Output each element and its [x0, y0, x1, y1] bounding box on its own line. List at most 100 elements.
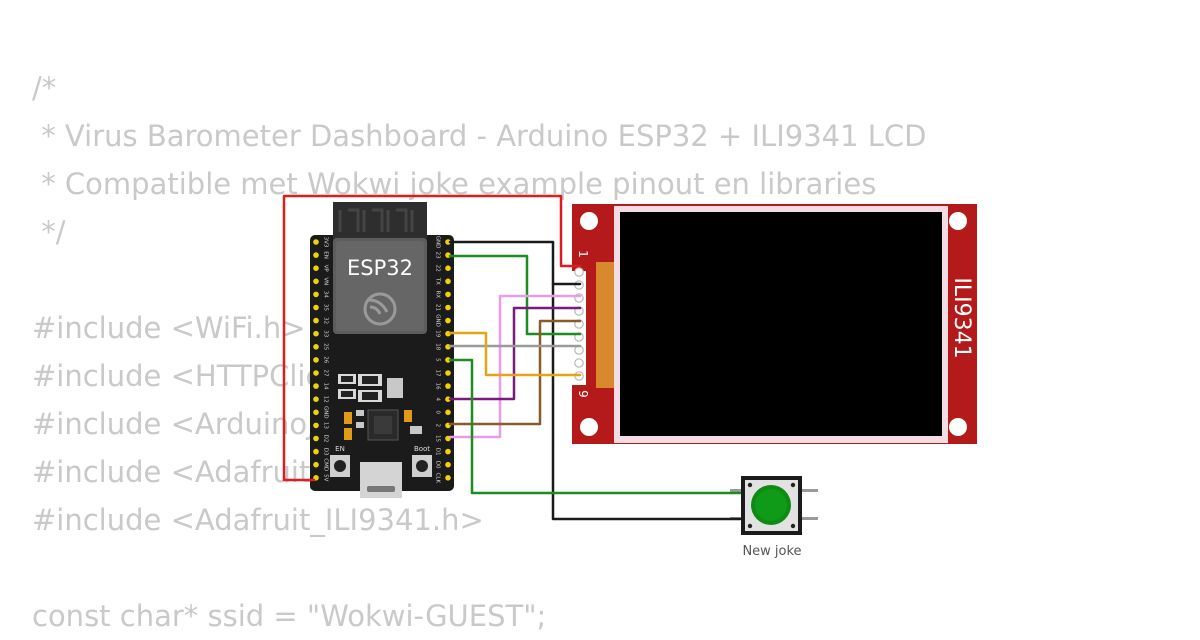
- esp32-pin[interactable]: [313, 448, 319, 455]
- mount-hole: [949, 212, 967, 230]
- lcd-pin[interactable]: [574, 267, 584, 277]
- esp32-pin[interactable]: [313, 265, 319, 272]
- esp32-pin-label: 2: [435, 424, 441, 428]
- usb-port-icon: [360, 462, 402, 498]
- wire-red: [282, 194, 582, 482]
- esp32-pin-label: 15: [435, 435, 441, 442]
- ili9341-lcd[interactable]: 1 9 ILI9341: [572, 204, 977, 444]
- esp32-pin-label: 17: [435, 370, 441, 377]
- esp32-pin[interactable]: [445, 383, 451, 389]
- en-label: EN: [335, 445, 345, 453]
- esp32-pin-label: 19: [435, 330, 441, 337]
- esp32-board[interactable]: ESP32 3V3ENVPVN343532332526271412GND13D2…: [310, 202, 454, 498]
- lcd-model-label: ILI9341: [949, 277, 974, 358]
- esp32-pin-label: 5: [435, 358, 441, 362]
- esp32-pin-label: VN: [323, 277, 329, 285]
- code-line: */: [32, 215, 66, 249]
- esp32-pin[interactable]: [313, 278, 319, 285]
- esp32-pin-label: 25: [323, 343, 329, 350]
- lcd-pin-last-label: 9: [576, 390, 590, 398]
- esp32-pin[interactable]: [313, 252, 319, 258]
- code-line: * Compatible met Wokwi joke example pino…: [32, 167, 877, 201]
- mount-hole: [949, 418, 967, 436]
- esp32-pin[interactable]: [313, 357, 319, 363]
- esp32-pin-label: 13: [323, 422, 329, 429]
- wire-orange: [448, 331, 582, 377]
- esp32-pin[interactable]: [445, 317, 451, 324]
- mount-hole: [580, 418, 598, 436]
- esp32-pin[interactable]: [313, 409, 319, 416]
- esp32-label: ESP32: [347, 256, 413, 280]
- esp32-pin[interactable]: [313, 370, 319, 376]
- esp32-pin-label: GND: [435, 314, 441, 327]
- esp32-pin[interactable]: [445, 265, 451, 272]
- wire-black: [448, 240, 582, 286]
- code-line: * Virus Barometer Dashboard - Arduino ES…: [32, 119, 927, 153]
- esp32-pin[interactable]: [313, 435, 319, 442]
- code-line: #include <Adafruit_ILI9341.h>: [32, 503, 484, 537]
- esp32-pin[interactable]: [313, 461, 319, 468]
- esp32-pin[interactable]: [445, 448, 451, 455]
- esp32-pin-label: D0: [435, 461, 441, 469]
- esp32-pin-label: 21: [435, 304, 441, 311]
- esp32-pin[interactable]: [313, 317, 319, 324]
- code-line: /*: [32, 71, 57, 105]
- wire-brown: [448, 319, 582, 426]
- esp32-pin[interactable]: [313, 330, 319, 337]
- esp32-pin-label: D1: [435, 448, 441, 456]
- esp32-pin[interactable]: [445, 461, 451, 468]
- esp32-pin-label: 22: [435, 265, 441, 272]
- esp32-pin[interactable]: [445, 291, 451, 298]
- esp32-pin-label: GND: [323, 406, 329, 419]
- esp32-pin-label: 33: [323, 330, 329, 337]
- esp32-pin-label: 32: [323, 317, 329, 324]
- wires: [282, 194, 742, 521]
- lcd-pin[interactable]: [574, 358, 584, 368]
- wire-purple: [448, 306, 582, 401]
- esp32-pin[interactable]: [313, 422, 319, 429]
- esp32-pin-label: 5V: [323, 474, 329, 481]
- esp32-pin[interactable]: [445, 409, 451, 416]
- esp32-pin-label: 16: [435, 383, 441, 390]
- esp32-pin[interactable]: [445, 475, 451, 481]
- lcd-pin-first-label: 1: [576, 250, 590, 258]
- esp32-pin[interactable]: [445, 396, 451, 403]
- esp32-pin[interactable]: [313, 344, 319, 350]
- lcd-screen[interactable]: [620, 212, 942, 436]
- code-editor-text: /* * Virus Barometer Dashboard - Arduino…: [32, 64, 927, 640]
- code-line: const char* ssid = "Wokwi-GUEST";: [32, 599, 547, 633]
- esp32-pin[interactable]: [313, 383, 319, 389]
- esp32-pin-label: TX: [435, 277, 441, 285]
- button-label: New joke: [742, 544, 801, 559]
- esp32-pin-label: 27: [323, 370, 329, 377]
- esp32-pin-label: RX: [435, 291, 441, 299]
- esp32-pin-label: 0: [435, 411, 441, 415]
- boot-button[interactable]: Boot: [412, 445, 432, 477]
- esp32-pin-label: 12: [323, 396, 329, 403]
- esp32-pin[interactable]: [313, 396, 319, 403]
- esp32-pin[interactable]: [313, 304, 319, 311]
- esp32-pin[interactable]: [313, 239, 319, 245]
- esp32-pin-label: GND: [435, 236, 441, 249]
- esp32-pin-label: 35: [323, 304, 329, 311]
- esp32-pin[interactable]: [445, 278, 451, 285]
- esp32-pin-label: D2: [323, 435, 329, 443]
- mount-hole: [580, 212, 598, 230]
- esp32-left-pin-header: 3V3ENVPVN343532332526271412GND13D2D3CMD5…: [313, 237, 329, 482]
- esp32-pin[interactable]: [313, 291, 319, 298]
- esp32-pin[interactable]: [445, 304, 451, 311]
- esp32-pin-label: 26: [323, 356, 329, 363]
- esp32-pin[interactable]: [445, 357, 451, 363]
- esp32-pin-label: 34: [323, 291, 329, 298]
- esp32-pin[interactable]: [445, 239, 451, 245]
- esp32-pin-label: 14: [323, 383, 329, 390]
- esp32-pin[interactable]: [445, 370, 451, 376]
- esp32-pin-label: CMD: [323, 458, 329, 471]
- new-joke-pushbutton[interactable]: New joke: [730, 476, 818, 559]
- boot-label: Boot: [414, 445, 430, 453]
- en-button[interactable]: EN: [330, 445, 350, 477]
- esp32-pin-label: VP: [323, 265, 329, 273]
- wire-green: [448, 358, 742, 495]
